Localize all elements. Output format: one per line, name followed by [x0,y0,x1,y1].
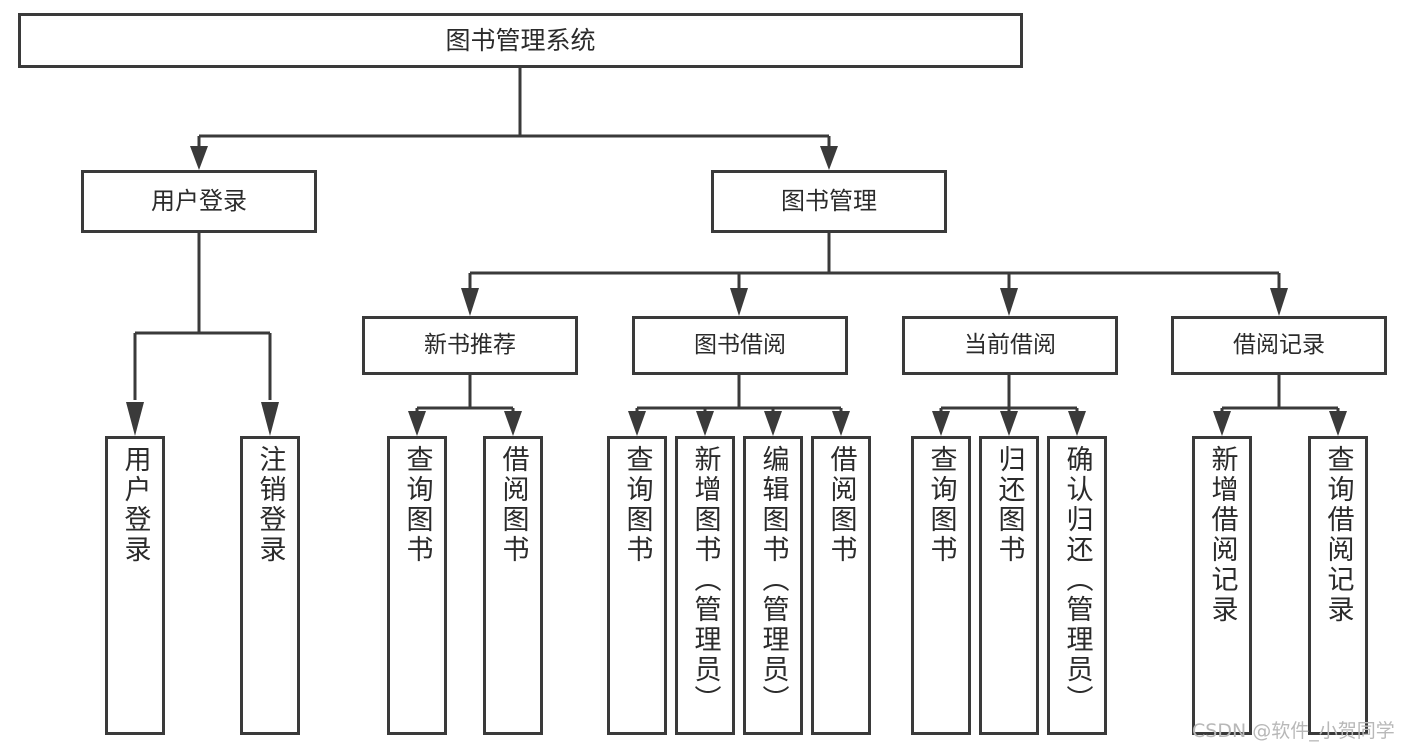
node-label: 查询图书 [925,445,957,565]
node-leaf-query-borrow-record[interactable]: 查询借阅记录 [1308,436,1368,735]
node-leaf-add-borrow-record[interactable]: 新增借阅记录 [1192,436,1252,735]
node-leaf-confirm-return-admin[interactable]: 确认归还（管理员） [1047,436,1107,735]
node-label: 借阅记录 [1233,331,1325,358]
node-leaf-borrow-book[interactable]: 借阅图书 [811,436,871,735]
node-label: 用户登录 [119,445,151,565]
node-leaf-add-book-admin[interactable]: 新增图书（管理员） [675,436,735,735]
node-book-borrow[interactable]: 图书借阅 [632,316,848,375]
node-label: 新增借阅记录 [1206,445,1238,625]
node-label: 图书管理系统 [445,25,596,55]
node-leaf-query-book-current[interactable]: 查询图书 [911,436,971,735]
node-root-system[interactable]: 图书管理系统 [18,13,1023,68]
node-label: 借阅图书 [497,445,529,565]
node-leaf-query-book-recommend[interactable]: 查询图书 [387,436,447,735]
node-user-login[interactable]: 用户登录 [81,170,317,233]
node-label: 确认归还（管理员） [1061,445,1093,715]
node-label: 编辑图书（管理员） [757,445,789,715]
node-label: 用户登录 [151,187,247,216]
node-leaf-query-book-borrow[interactable]: 查询图书 [607,436,667,735]
node-label: 图书管理 [781,187,877,216]
node-label: 借阅图书 [825,445,857,565]
node-label: 新增图书（管理员） [689,445,721,715]
node-leaf-logout[interactable]: 注销登录 [240,436,300,735]
node-label: 当前借阅 [964,331,1056,358]
node-current-borrow[interactable]: 当前借阅 [902,316,1118,375]
node-borrow-record[interactable]: 借阅记录 [1171,316,1387,375]
node-label: 查询图书 [401,445,433,565]
node-new-book-recommend[interactable]: 新书推荐 [362,316,578,375]
node-label: 查询图书 [621,445,653,565]
node-label: 归还图书 [993,445,1025,565]
node-label: 注销登录 [254,445,286,565]
node-label: 图书借阅 [694,331,786,358]
node-book-management[interactable]: 图书管理 [711,170,947,233]
node-label: 新书推荐 [424,331,516,358]
node-leaf-borrow-book-recommend[interactable]: 借阅图书 [483,436,543,735]
node-leaf-return-book[interactable]: 归还图书 [979,436,1039,735]
node-leaf-edit-book-admin[interactable]: 编辑图书（管理员） [743,436,803,735]
node-label: 查询借阅记录 [1322,445,1354,625]
node-leaf-user-login[interactable]: 用户登录 [105,436,165,735]
